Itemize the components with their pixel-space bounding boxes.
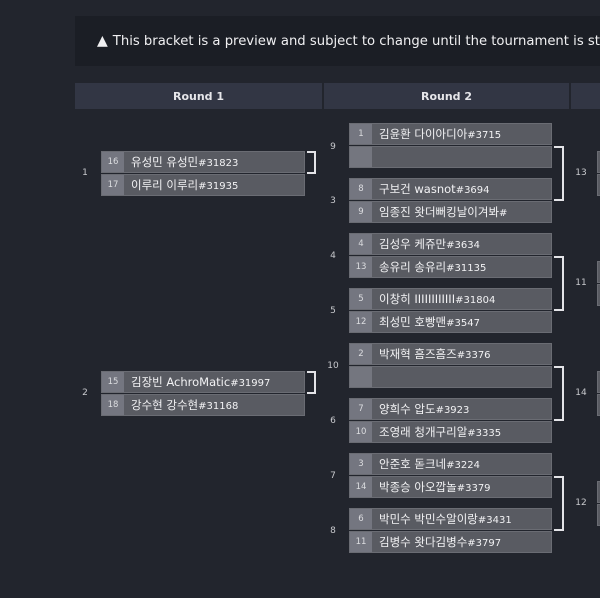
next-match-number: 11 bbox=[575, 278, 587, 288]
next-round-slot[interactable] bbox=[597, 261, 600, 283]
notice-text: This bracket is a preview and subject to… bbox=[112, 33, 600, 49]
bracket-slot[interactable]: 3 안준호 돋크네#3224 bbox=[349, 453, 552, 475]
participant-name: 김성우 케쥬만#3634 bbox=[379, 237, 480, 251]
seed-badge: 14 bbox=[350, 477, 372, 497]
next-match-number: 9 bbox=[330, 142, 336, 152]
seed-badge: 7 bbox=[350, 399, 372, 419]
next-match-number: 12 bbox=[575, 498, 587, 508]
warning-icon: ▲ bbox=[97, 33, 108, 49]
bracket-slot[interactable]: 14 박종승 아오깝놀#3379 bbox=[349, 476, 552, 498]
bracket-slot[interactable]: 6 박민수 박민수알이랑#3431 bbox=[349, 508, 552, 530]
participant-name: 박종승 아오깝놀#3379 bbox=[379, 480, 491, 494]
round-header-2: Round 2 bbox=[324, 83, 569, 109]
participant-name: 양희수 압도#3923 bbox=[379, 402, 470, 416]
participant-name: 김장빈 AchroMatic#31997 bbox=[131, 375, 271, 389]
bracket-connector bbox=[554, 146, 564, 201]
seed-badge: 10 bbox=[350, 422, 372, 442]
bracket-slot[interactable]: 15 김장빈 AchroMatic#31997 bbox=[101, 371, 305, 393]
seed-badge bbox=[350, 367, 372, 387]
bracket-connector bbox=[554, 476, 564, 531]
seed-badge: 17 bbox=[102, 175, 124, 195]
bracket-slot[interactable]: 4 김성우 케쥬만#3634 bbox=[349, 233, 552, 255]
bracket-slot[interactable]: 12 최성민 호빵맨#3547 bbox=[349, 311, 552, 333]
participant-name: 최성민 호빵맨#3547 bbox=[379, 315, 480, 329]
seed-badge: 1 bbox=[350, 124, 372, 144]
bracket-slot[interactable]: 7 양희수 압도#3923 bbox=[349, 398, 552, 420]
next-match-number: 10 bbox=[327, 361, 339, 371]
next-round-slot[interactable] bbox=[597, 284, 600, 306]
seed-badge: 13 bbox=[350, 257, 372, 277]
participant-name: 박민수 박민수알이랑#3431 bbox=[379, 512, 512, 526]
next-round-slot[interactable] bbox=[597, 481, 600, 503]
match-number: 7 bbox=[330, 471, 336, 481]
bracket-slot[interactable]: 13 송유리 송유리#31135 bbox=[349, 256, 552, 278]
bracket-slot[interactable]: 9 임종진 왓더뻐킹날이겨봐# bbox=[349, 201, 552, 223]
bracket-slot[interactable]: 17 이루리 이루리#31935 bbox=[101, 174, 305, 196]
seed-badge: 11 bbox=[350, 532, 372, 552]
seed-badge: 16 bbox=[102, 152, 124, 172]
round-header-1: Round 1 bbox=[75, 83, 322, 109]
bracket-slot[interactable]: 16 유성민 유성민#31823 bbox=[101, 151, 305, 173]
match-number: 2 bbox=[82, 388, 88, 398]
match-number: 3 bbox=[330, 196, 336, 206]
match-number: 8 bbox=[330, 526, 336, 536]
participant-name: 송유리 송유리#31135 bbox=[379, 260, 487, 274]
bracket-slot[interactable]: 11 김병수 왓다김병수#3797 bbox=[349, 531, 552, 553]
bracket-slot[interactable]: 18 강수현 강수현#31168 bbox=[101, 394, 305, 416]
match-number: 6 bbox=[330, 416, 336, 426]
match-number: 1 bbox=[82, 168, 88, 178]
bracket-connector bbox=[554, 366, 564, 421]
next-round-slot[interactable] bbox=[597, 151, 600, 173]
preview-notice: ▲ This bracket is a preview and subject … bbox=[75, 16, 600, 66]
bracket-slot-empty[interactable] bbox=[349, 366, 552, 388]
seed-badge: 9 bbox=[350, 202, 372, 222]
participant-name: 이창히 IIIIIIIIIIII#31804 bbox=[379, 292, 496, 306]
seed-badge: 15 bbox=[102, 372, 124, 392]
participant-name: 이루리 이루리#31935 bbox=[131, 178, 239, 192]
participant-name: 유성민 유성민#31823 bbox=[131, 155, 239, 169]
seed-badge: 6 bbox=[350, 509, 372, 529]
next-round-slot[interactable] bbox=[597, 394, 600, 416]
seed-badge: 5 bbox=[350, 289, 372, 309]
seed-badge: 2 bbox=[350, 344, 372, 364]
match-number: 5 bbox=[330, 306, 336, 316]
bracket-slot[interactable]: 5 이창히 IIIIIIIIIIII#31804 bbox=[349, 288, 552, 310]
bracket-slot[interactable]: 1 김윤환 다이아디아#3715 bbox=[349, 123, 552, 145]
round-header-3 bbox=[571, 83, 600, 109]
participant-name: 안준호 돋크네#3224 bbox=[379, 457, 480, 471]
seed-badge bbox=[350, 147, 372, 167]
seed-badge: 8 bbox=[350, 179, 372, 199]
participant-name: 조영래 청개구리알#3335 bbox=[379, 425, 502, 439]
participant-name: 김병수 왓다김병수#3797 bbox=[379, 535, 502, 549]
bracket-slot[interactable]: 8 구보건 wasnot#3694 bbox=[349, 178, 552, 200]
bracket-slot[interactable]: 10 조영래 청개구리알#3335 bbox=[349, 421, 552, 443]
bracket-connector bbox=[554, 256, 564, 311]
match-number: 4 bbox=[330, 251, 336, 261]
seed-badge: 4 bbox=[350, 234, 372, 254]
seed-badge: 18 bbox=[102, 395, 124, 415]
next-match-number: 14 bbox=[575, 388, 587, 398]
seed-badge: 3 bbox=[350, 454, 372, 474]
bracket-connector bbox=[307, 371, 316, 394]
seed-badge: 12 bbox=[350, 312, 372, 332]
bracket-slot-empty[interactable] bbox=[349, 146, 552, 168]
next-match-number: 13 bbox=[575, 168, 587, 178]
participant-name: 김윤환 다이아디아#3715 bbox=[379, 127, 502, 141]
participant-name: 박재혁 흠즈흠즈#3376 bbox=[379, 347, 491, 361]
participant-name: 구보건 wasnot#3694 bbox=[379, 182, 490, 196]
bracket-slot[interactable]: 2 박재혁 흠즈흠즈#3376 bbox=[349, 343, 552, 365]
bracket-connector bbox=[307, 151, 316, 174]
participant-name: 강수현 강수현#31168 bbox=[131, 398, 239, 412]
next-round-slot[interactable] bbox=[597, 504, 600, 526]
participant-name: 임종진 왓더뻐킹날이겨봐# bbox=[379, 205, 508, 219]
next-round-slot[interactable] bbox=[597, 371, 600, 393]
next-round-slot[interactable] bbox=[597, 174, 600, 196]
